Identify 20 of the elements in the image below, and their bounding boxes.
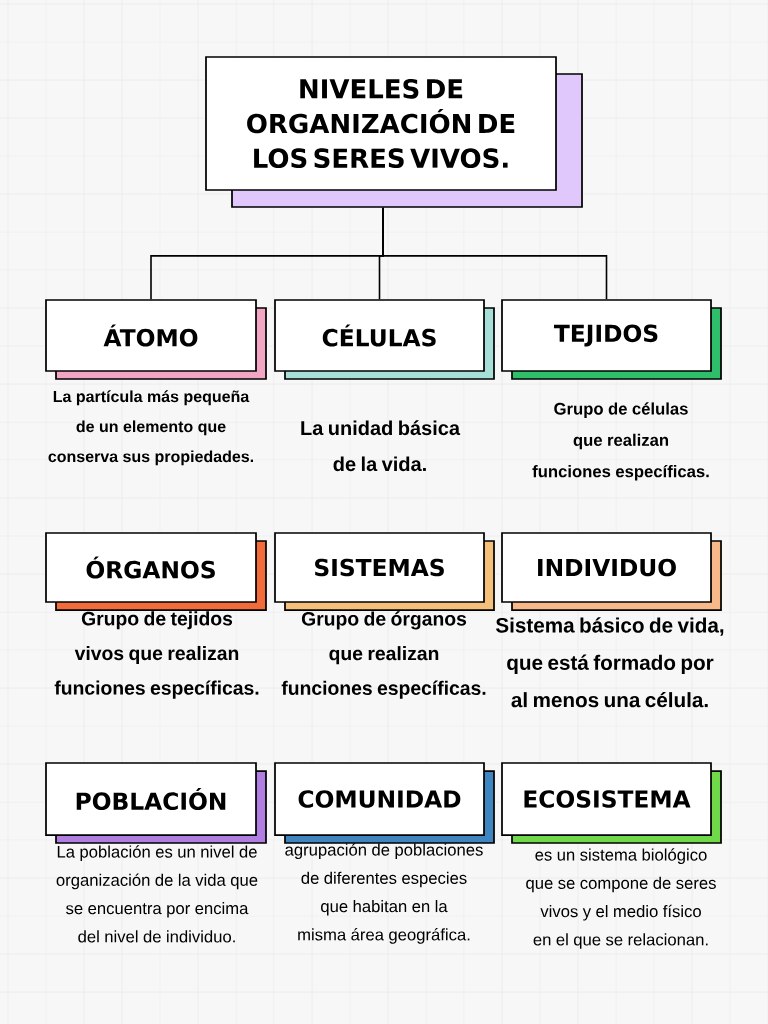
description-text: La población es un nivel de organización de la vida que se encuentra por encima del nivel de individuo. [56, 845, 258, 943]
description-text: agrupación de poblaciones de diferentes especies que habitan en la misma área geográfica. [285, 843, 483, 944]
description-text: Grupo de células que realizan funciones específicas. [532, 402, 709, 481]
level-box: POBLACIÓN [45, 762, 267, 844]
description-text: es un sistema biológico que se compone de seres vivos y el medio físico en el que se relacionan. [526, 848, 716, 949]
level-box: CÉLULAS [274, 299, 495, 380]
description-text: Grupo de órganos que realizan funciones específicas. [281, 611, 486, 699]
level-box: ÁTOMO [45, 299, 267, 380]
level-box: INDIVIDUO [501, 532, 722, 611]
description-text: Grupo de tejidos vivos que realizan funciones específicas. [54, 611, 259, 699]
level-box: TEJIDOS [501, 299, 722, 380]
level-box: SISTEMAS [274, 532, 495, 611]
description-text: La partícula más pequeña de un elemento que conserva sus propiedades. [48, 390, 254, 466]
description-text: Sistema básico de vida, que está formado por al menos una célula. [495, 617, 724, 708]
title-box: NIVELES DE ORGANIZACIÓN DE LOS SERES VIVOS. [205, 56, 583, 208]
connector-line [382, 207, 608, 300]
level-box: ÓRGANOS [45, 532, 267, 611]
description-text: La unidad básica de la vida. [301, 420, 461, 472]
level-box: COMUNIDAD [274, 762, 495, 844]
level-box: ECOSISTEMA [501, 762, 722, 844]
